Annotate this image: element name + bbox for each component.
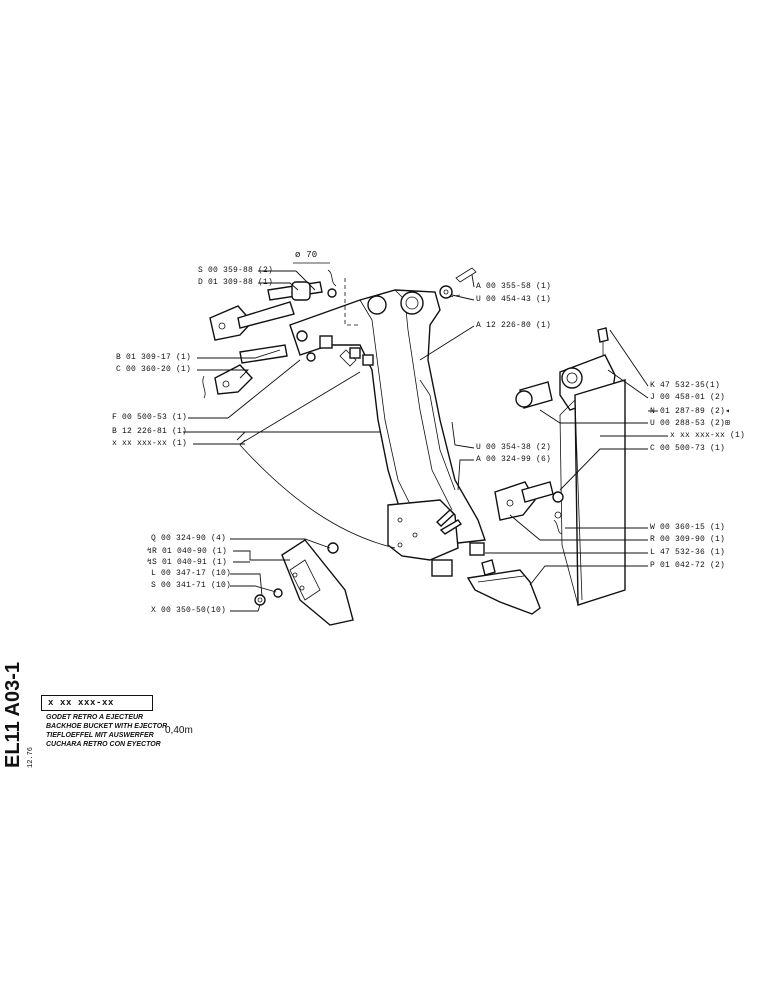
part-label-p-01-042-72: P 01 042-72 (2) xyxy=(650,561,726,570)
part-label-l-47-532-36: L 47 532-36 (1) xyxy=(650,548,726,557)
part-label-n-01-287-89: N 01 287-89 (2)◂ xyxy=(650,407,731,416)
bucket-tooth xyxy=(466,559,541,615)
part-label-d-01-309-88: D 01 309-88 (1) xyxy=(198,278,274,287)
title-spanish: CUCHARA RETRO CON EYECTOR xyxy=(46,741,161,748)
left-pins xyxy=(202,269,337,399)
part-label-x-xx-xxx-xx-right: x xx xxx-xx (1) xyxy=(670,431,746,440)
top-pins xyxy=(439,267,477,299)
leader-lines xyxy=(183,270,668,612)
part-label-w-00-360-15: W 00 360-15 (1) xyxy=(650,523,726,532)
part-label-r-00-309-90: R 00 309-90 (1) xyxy=(650,535,726,544)
part-label-b-12-226-81: B 12 226-81 (1) xyxy=(112,427,188,436)
part-label-u-00-454-43: U 00 454-43 (1) xyxy=(476,295,552,304)
document-date: 12.76 xyxy=(27,746,35,768)
part-number-box: x xx xxx-xx xyxy=(41,695,153,711)
title-french: GODET RETRO A EJECTEUR xyxy=(46,714,144,721)
document-code: EL11 A03-1 xyxy=(2,662,24,768)
part-label-a-00-355-58: A 00 355-58 (1) xyxy=(476,282,552,291)
ejector-assembly xyxy=(494,327,626,606)
part-label-u-00-354-38: U 00 354-38 (2) xyxy=(476,443,552,452)
part-label-x-00-350-50: X 00 350-50(10) xyxy=(151,606,227,615)
part-label-s-01-040-91: ↯S 01 040-91 (1) xyxy=(147,558,228,567)
part-label-r-01-040-90: ↯R 01 040-90 (1) xyxy=(147,547,228,556)
title-english: BACKHOE BUCKET WITH EJECTOR xyxy=(46,723,168,730)
part-label-q-00-324-90: Q 00 324-90 (4) xyxy=(151,534,227,543)
part-label-l-00-347-17: L 00 347-17 (10) xyxy=(151,569,232,578)
part-label-f-00-500-53: F 00 500-53 (1) xyxy=(112,413,188,422)
part-label-s-00-359-88: S 00 359-88 (2) xyxy=(198,266,274,275)
part-label-b-01-309-17: B 01 309-17 (1) xyxy=(116,353,192,362)
part-label-a-12-226-80: A 12 226-80 (1) xyxy=(476,321,552,330)
title-german: TIEFLOEFFEL MIT AUSWERFER xyxy=(46,732,154,739)
diameter-label: ø 70 xyxy=(295,250,318,260)
part-label-x-xx-xxx-xx-left: x xx xxx-xx (1) xyxy=(112,439,188,448)
part-label-a-00-324-99: A 00 324-99 (6) xyxy=(476,455,552,464)
side-cutter xyxy=(254,539,354,626)
part-label-u-00-288-53: U 00 288-53 (2)⊞ xyxy=(650,419,731,428)
part-label-s-00-341-71: S 00 341-71 (10) xyxy=(151,581,232,590)
bucket-capacity: 0,40m xyxy=(165,725,193,736)
part-label-c-00-500-73: C 00 500-73 (1) xyxy=(650,444,726,453)
bucket-body xyxy=(289,278,486,577)
part-label-k-47-532-35: K 47 532-35(1) xyxy=(650,381,721,390)
part-label-j-00-458-01: J 00 458-01 (2) xyxy=(650,393,726,402)
part-label-c-00-360-20: C 00 360-20 (1) xyxy=(116,365,192,374)
